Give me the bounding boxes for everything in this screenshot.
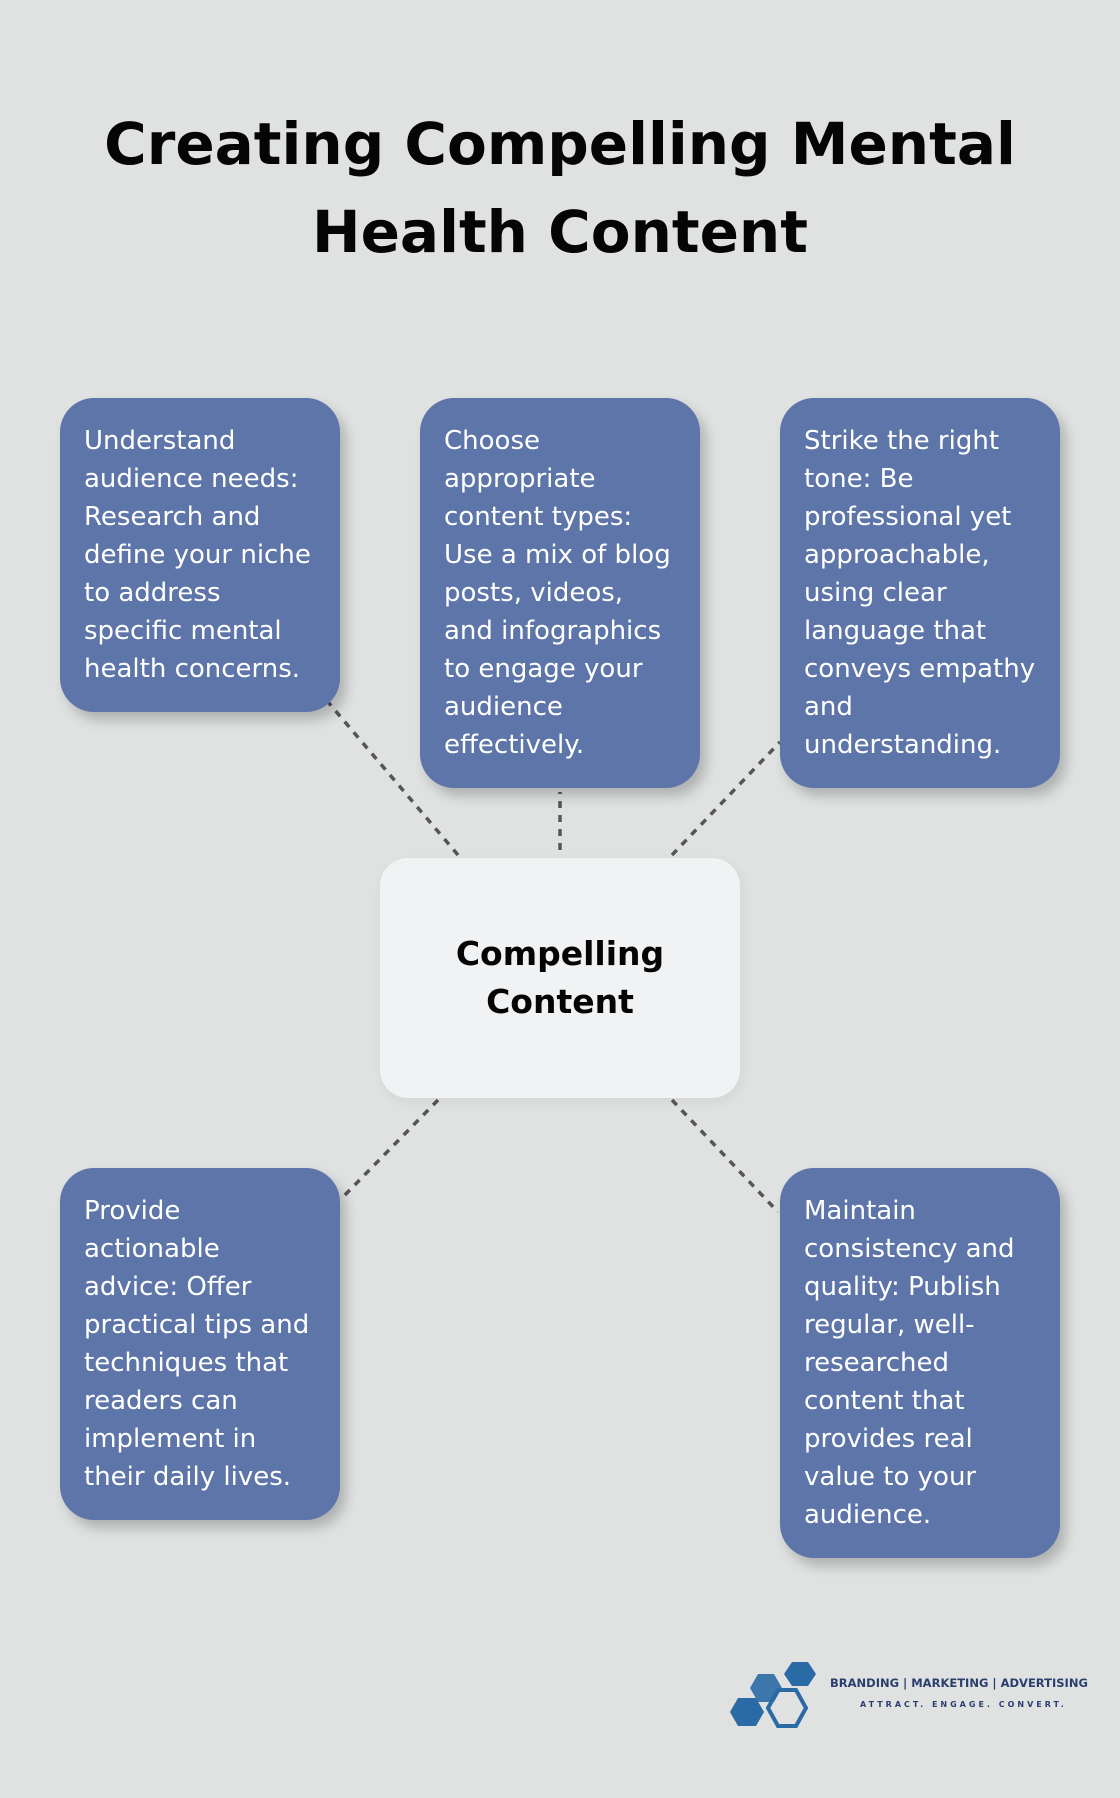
card-text: Strike the right tone: Be professional y…: [804, 426, 1036, 760]
brand-tagline-bottom: ATTRACT. ENGAGE. CONVERT.: [860, 1700, 1067, 1709]
page-title: Creating Compelling Mental Health Conten…: [104, 110, 1016, 266]
connector-line-5: [670, 1098, 780, 1214]
card-right-tone: Strike the right tone: Be professional y…: [780, 398, 1060, 788]
connector-line-1: [326, 700, 460, 857]
card-actionable-advice: Provide actionable advice: Offer practic…: [60, 1168, 340, 1520]
card-text: Maintain consistency and quality: Publis…: [804, 1196, 1015, 1530]
card-audience-needs: Understand audience needs: Research and …: [60, 398, 340, 712]
connector-line-4: [338, 1098, 440, 1202]
card-text: Understand audience needs: Research and …: [84, 426, 311, 684]
card-text: Choose appropriate content types: Use a …: [444, 426, 671, 760]
card-text: Provide actionable advice: Offer practic…: [84, 1196, 310, 1492]
center-label: Compelling Content: [455, 934, 665, 1021]
brand-logo: BRANDING | MARKETING | ADVERTISING ATTRA…: [728, 1656, 1088, 1736]
brand-tagline-top: BRANDING | MARKETING | ADVERTISING: [830, 1676, 1088, 1690]
card-content-types: Choose appropriate content types: Use a …: [420, 398, 700, 788]
connector-line-3: [670, 740, 782, 857]
card-consistency-quality: Maintain consistency and quality: Publis…: [780, 1168, 1060, 1558]
hexagon-cluster-icon: [730, 1662, 816, 1728]
center-node: Compelling Content: [380, 858, 740, 1098]
